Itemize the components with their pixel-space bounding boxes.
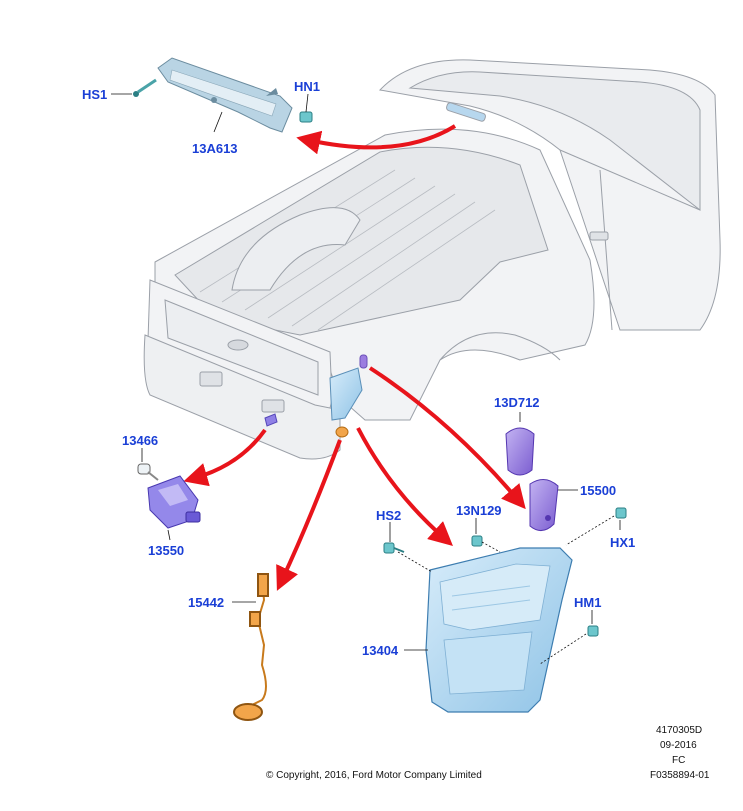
screw-hs1 — [133, 78, 157, 97]
bulb-13466 — [137, 463, 159, 481]
callout-leader-lines — [111, 93, 621, 665]
label-13466: 13466 — [122, 433, 159, 448]
label-13a613: 13A613 — [192, 141, 238, 156]
copyright-notice: © Copyright, 2016, Ford Motor Company Li… — [266, 770, 482, 781]
fastener-hx1 — [615, 507, 627, 519]
nut-hn1 — [299, 111, 313, 123]
figure-number: F0358894-01 — [650, 770, 710, 781]
wiring-harness — [233, 573, 269, 721]
label-15500: 15500 — [580, 483, 617, 498]
arrow-to-license-lamp — [183, 428, 267, 487]
reflector-on-truck — [335, 426, 349, 438]
arrow-to-high-mount-lamp — [296, 124, 457, 155]
side-marker-lens — [505, 427, 535, 476]
arrow-to-harness — [276, 439, 342, 591]
pickup-truck-body — [143, 59, 721, 460]
illustration-number: 4170305D — [656, 725, 703, 736]
label-hx1: HX1 — [610, 535, 636, 550]
leader-arrows — [183, 124, 526, 591]
illustration-date: 09-2016 — [660, 740, 697, 751]
license-lamp-on-truck — [264, 413, 278, 427]
label-15442: 15442 — [188, 595, 225, 610]
tail-lamp-assembly — [425, 547, 573, 713]
label-hs2: HS2 — [376, 508, 402, 523]
illustration-code: FC — [672, 755, 686, 766]
label-13n129: 13N129 — [456, 503, 502, 518]
license-plate-lamp — [147, 475, 201, 529]
label-hm1: HM1 — [574, 595, 602, 610]
high-mount-stop-lamp — [157, 57, 293, 133]
label-hs1: HS1 — [82, 87, 108, 102]
side-marker-housing — [529, 479, 559, 531]
arrow-to-tail-lamp — [356, 427, 453, 546]
label-13404: 13404 — [362, 643, 399, 658]
label-13d712: 13D712 — [494, 395, 540, 410]
side-marker-on-truck — [359, 354, 368, 369]
arrow-to-side-marker — [368, 366, 526, 510]
fastener-13n129 — [471, 535, 483, 547]
tail-lamp-on-truck — [329, 367, 363, 421]
fastener-hs2 — [383, 542, 405, 554]
label-13550: 13550 — [148, 543, 185, 558]
fastener-hm1 — [587, 625, 599, 637]
label-hn1: HN1 — [294, 79, 321, 94]
